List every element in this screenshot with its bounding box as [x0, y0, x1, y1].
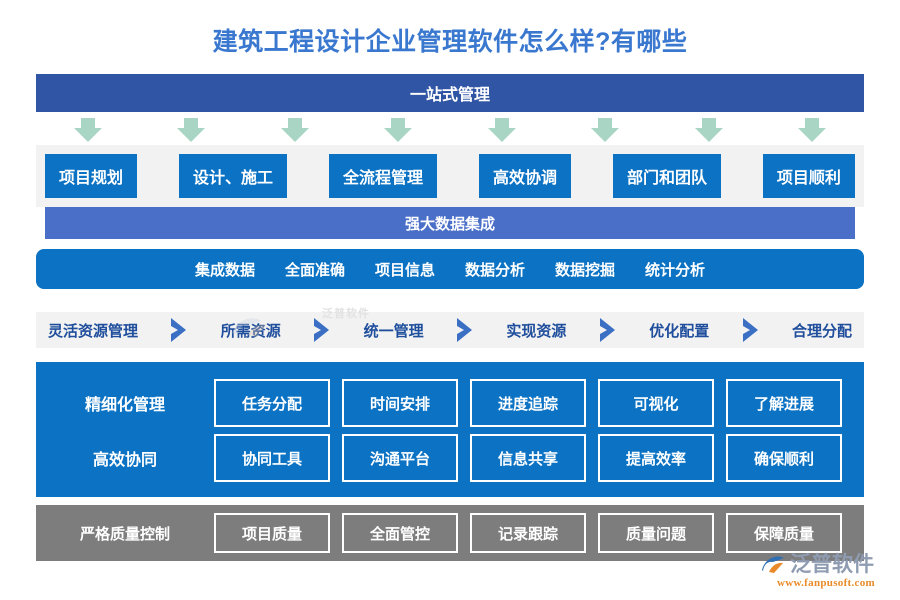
arrow-down-icon	[487, 118, 516, 142]
brand-logo-row: 泛普软件	[760, 552, 892, 576]
panel-cell[interactable]: 记录跟踪	[470, 513, 586, 553]
arrow-down-icon	[798, 118, 827, 142]
panel-cell[interactable]: 时间安排	[342, 379, 458, 427]
stage-box[interactable]: 设计、施工	[178, 154, 287, 198]
chevron-flow-step[interactable]: 统一管理	[363, 322, 424, 340]
arrow-down-icon	[694, 118, 723, 142]
panel-cell[interactable]: 保障质量	[726, 513, 842, 553]
panel-cell[interactable]: 信息共享	[470, 434, 586, 482]
panel-cell[interactable]: 沟通平台	[342, 434, 458, 482]
stage-box-label: 高效协调	[492, 170, 557, 187]
subhead-label: 强大数据集成	[404, 215, 495, 233]
stage-box[interactable]: 项目顺利	[762, 154, 855, 198]
blue-detail-panel: 精细化管理 任务分配 时间安排 进度追踪 可视化 了解进展 高效协同 协同工具 …	[36, 362, 864, 497]
arrow-down-icon	[280, 118, 309, 142]
page-title: 建筑工程设计企业管理软件怎么样?有哪些	[212, 28, 688, 56]
chevron-flow-row: 灵活资源管理 所需资源 统一管理 实现资源 优化配置 合理分配	[36, 312, 864, 348]
chevron-right-icon	[455, 317, 475, 343]
stage-box[interactable]: 项目规划	[45, 154, 138, 198]
panel-row-cells: 项目质量 全面管控 记录跟踪 质量问题 保障质量	[214, 513, 864, 553]
chevron-flow-step[interactable]: 优化配置	[649, 322, 710, 340]
header-bar: 一站式管理	[36, 74, 864, 112]
panel-cell[interactable]: 确保顺利	[726, 434, 842, 482]
keyword-item[interactable]: 集成数据	[194, 261, 255, 279]
arrow-strip	[36, 118, 864, 144]
panel-row: 高效协同 协同工具 沟通平台 信息共享 提高效率 确保顺利	[36, 434, 864, 482]
grey-quality-panel: 严格质量控制 项目质量 全面管控 记录跟踪 质量问题 保障质量	[36, 505, 864, 561]
brand-logo: 泛普软件 www.fanpusoft.com	[760, 552, 892, 594]
panel-cell[interactable]: 了解进展	[726, 379, 842, 427]
chevron-flow-step[interactable]: 实现资源	[506, 322, 567, 340]
header-bar-label: 一站式管理	[409, 87, 490, 104]
stage-box[interactable]: 高效协调	[478, 154, 571, 198]
panel-cell[interactable]: 提高效率	[598, 434, 714, 482]
panel-cell[interactable]: 任务分配	[214, 379, 330, 427]
panel-row-label: 严格质量控制	[79, 525, 170, 543]
arrow-down-icon	[591, 118, 620, 142]
arrow-down-icon	[384, 118, 413, 142]
panel-cell[interactable]: 全面管控	[342, 513, 458, 553]
chevron-right-icon	[169, 317, 189, 343]
panel-cell[interactable]: 协同工具	[214, 434, 330, 482]
stage-box-label: 项目规划	[59, 170, 124, 187]
keyword-bar: 集成数据 全面准确 项目信息 数据分析 数据挖掘 统计分析	[36, 249, 864, 289]
keyword-item[interactable]: 数据分析	[465, 261, 526, 279]
chevron-flow-step[interactable]: 所需资源	[220, 322, 281, 340]
chevron-right-icon	[598, 317, 618, 343]
chevron-right-icon	[312, 317, 332, 343]
chevron-flow-step[interactable]: 合理分配	[791, 322, 852, 340]
fanpu-swoosh-icon	[760, 552, 786, 576]
panel-row: 精细化管理 任务分配 时间安排 进度追踪 可视化 了解进展	[36, 379, 864, 427]
panel-row-label: 精细化管理	[84, 397, 165, 414]
panel-cell[interactable]: 质量问题	[598, 513, 714, 553]
panel-row-cells: 协同工具 沟通平台 信息共享 提高效率 确保顺利	[214, 434, 864, 482]
stage-box-label: 设计、施工	[192, 170, 273, 187]
panel-row: 严格质量控制 项目质量 全面管控 记录跟踪 质量问题 保障质量	[36, 510, 864, 556]
stage-box[interactable]: 部门和团队	[612, 154, 721, 198]
stage-box[interactable]: 全流程管理	[328, 154, 437, 198]
panel-cell[interactable]: 可视化	[598, 379, 714, 427]
arrow-down-icon	[73, 118, 102, 142]
chevron-flow-step[interactable]: 灵活资源管理	[48, 322, 139, 340]
panel-cell[interactable]: 项目质量	[214, 513, 330, 553]
panel-cell[interactable]: 进度追踪	[470, 379, 586, 427]
keyword-item[interactable]: 统计分析	[645, 261, 706, 279]
panel-row-label: 高效协同	[92, 452, 157, 469]
stage-box-row: 项目规划 设计、施工 全流程管理 高效协调 部门和团队 项目顺利	[45, 154, 855, 198]
keyword-item[interactable]: 全面准确	[284, 261, 345, 279]
chevron-right-icon	[741, 317, 761, 343]
subhead-bar: 强大数据集成	[45, 207, 855, 239]
stage-row-background	[36, 145, 864, 207]
stage-box-label: 全流程管理	[342, 170, 423, 187]
arrow-down-icon	[177, 118, 206, 142]
keyword-item[interactable]: 项目信息	[374, 261, 435, 279]
brand-logo-url: www.fanpusoft.com	[777, 577, 875, 589]
keyword-item[interactable]: 数据挖掘	[555, 261, 616, 279]
panel-row-cells: 任务分配 时间安排 进度追踪 可视化 了解进展	[214, 379, 864, 427]
brand-logo-name: 泛普软件	[790, 552, 874, 576]
stage-box-label: 部门和团队	[626, 170, 707, 187]
stage-box-label: 项目顺利	[776, 170, 841, 187]
